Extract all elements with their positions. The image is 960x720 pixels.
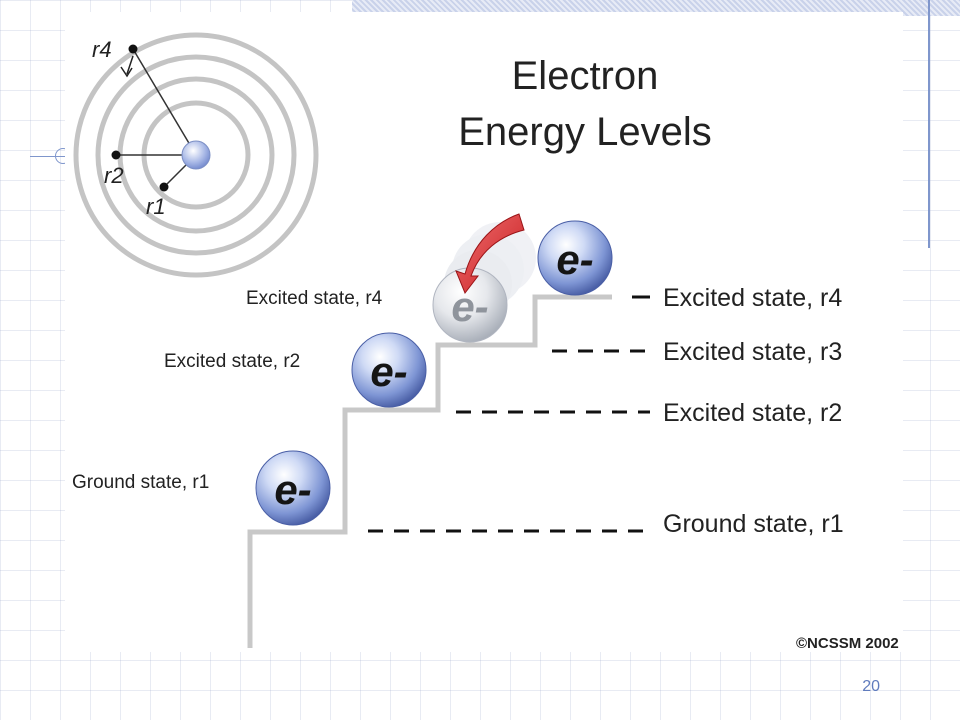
orbit-ring-r4 [73, 32, 319, 278]
radius-line-r4 [132, 48, 197, 156]
decorative-vertical-line [928, 0, 930, 248]
electron-r2: e- [351, 332, 427, 408]
transition-arrow-icon [455, 213, 525, 294]
right-label-ground-r1: Ground state, r1 [663, 510, 844, 538]
title-line-1: Electron [512, 54, 659, 98]
atom-orbit-model: r4 r2 r1 [73, 32, 319, 278]
left-label-excited-r4: Excited state, r4 [246, 288, 383, 309]
left-label-ground-r1: Ground state, r1 [72, 472, 209, 493]
slide-number: 20 [862, 678, 880, 695]
right-label-excited-r4: Excited state, r4 [663, 284, 842, 312]
copyright-notice: ©NCSSM 2002 [796, 635, 899, 652]
energy-staircase [247, 294, 612, 648]
electron-dot-r2 [111, 150, 121, 160]
orbit-label-r2: r2 [104, 163, 124, 188]
right-label-excited-r3: Excited state, r3 [663, 338, 842, 366]
electron-transitioning: e- [432, 267, 508, 343]
title-line-2: Energy Levels [458, 110, 711, 154]
electron-symbol: e- [451, 283, 488, 330]
electron-symbol: e- [274, 466, 311, 513]
orbit-arrow-head-icon [120, 66, 133, 78]
electron-dot-r1 [159, 182, 169, 192]
right-label-excited-r2: Excited state, r2 [663, 399, 842, 427]
orbit-ring-r3 [95, 54, 297, 256]
electron-dot-r4 [128, 44, 138, 54]
electron-r1: e- [255, 450, 331, 526]
orbit-label-r1: r1 [146, 194, 166, 219]
nucleus-icon [181, 140, 211, 170]
electron-symbol: e- [370, 348, 407, 395]
electron-r4: e- [537, 220, 613, 296]
left-label-excited-r2: Excited state, r2 [164, 351, 300, 372]
orbit-arrow-icon [126, 55, 134, 75]
orbit-label-r4: r4 [92, 37, 112, 62]
electron-symbol: e- [556, 236, 593, 283]
